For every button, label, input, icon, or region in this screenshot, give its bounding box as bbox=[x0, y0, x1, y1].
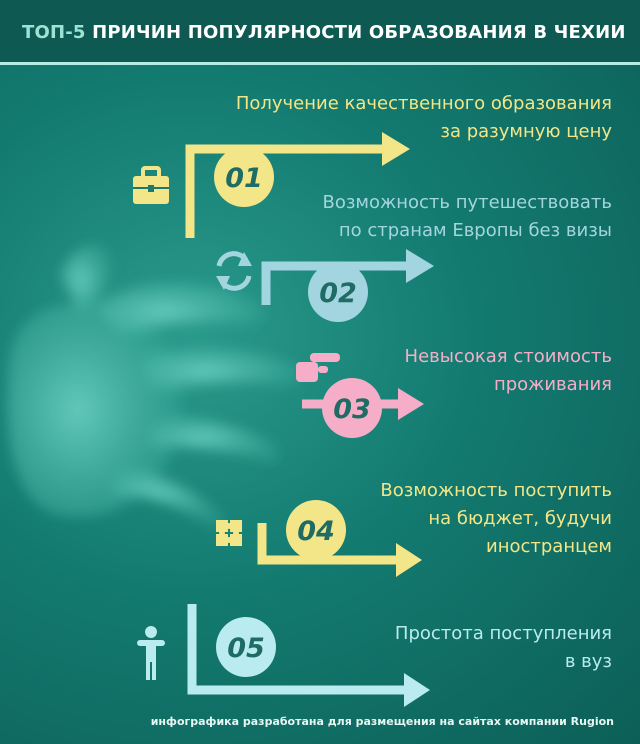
number-03: 03 bbox=[333, 394, 371, 425]
footer-credit: инфографика разработана для размещения н… bbox=[150, 715, 614, 728]
reason-02-line-1: Возможность путешествовать bbox=[322, 192, 613, 213]
arrow-02 bbox=[261, 261, 420, 305]
arrowhead-01 bbox=[382, 132, 410, 166]
reason-01-line-1: Получение качественного образования bbox=[235, 93, 612, 114]
reason-02-text: Возможность путешествовать по странам Ев… bbox=[323, 189, 613, 245]
header-bar: ТОП-5 ПРИЧИН ПОПУЛЯРНОСТИ ОБРАЗОВАНИЯ В … bbox=[0, 0, 640, 62]
page-title: ТОП-5 ПРИЧИН ПОПУЛЯРНОСТИ ОБРАЗОВАНИЯ В … bbox=[22, 22, 626, 43]
number-04: 04 bbox=[297, 516, 335, 547]
briefcase-icon bbox=[133, 166, 169, 204]
number-05: 05 bbox=[227, 633, 265, 664]
reason-04-line-2: на бюджет, будучи bbox=[428, 508, 612, 529]
hand-illustration bbox=[7, 244, 301, 527]
arrowhead-02 bbox=[406, 249, 434, 283]
reason-01-graphic: 01 bbox=[133, 132, 410, 238]
badge-05 bbox=[216, 617, 276, 677]
badge-02 bbox=[308, 262, 368, 322]
arrowhead-05 bbox=[404, 673, 430, 707]
refresh-icon bbox=[216, 251, 252, 291]
puzzle-icon bbox=[216, 520, 242, 546]
pointing-hand-icon bbox=[296, 353, 340, 382]
reason-05-line-2: в вуз bbox=[564, 651, 612, 672]
arrow-05 bbox=[187, 604, 412, 695]
reason-05-text: Простота поступления в вуз bbox=[395, 620, 612, 676]
arrow-01 bbox=[185, 144, 396, 238]
person-icon bbox=[137, 626, 165, 680]
reason-03-graphic: 03 bbox=[296, 353, 424, 438]
reason-03-line-2: проживания bbox=[493, 374, 612, 395]
reason-04-line-3: иностранцем bbox=[486, 536, 612, 557]
badge-01 bbox=[214, 147, 274, 207]
badge-04 bbox=[286, 500, 346, 560]
title-lead: ТОП-5 bbox=[22, 22, 86, 43]
arrowhead-04 bbox=[396, 543, 422, 577]
reason-03-text: Невысокая стоимость проживания bbox=[405, 343, 612, 399]
reason-02-line-2: по странам Европы без визы bbox=[338, 220, 612, 241]
number-02: 02 bbox=[319, 278, 357, 309]
title-text: ПРИЧИН ПОПУЛЯРНОСТИ ОБРАЗОВАНИЯ В ЧЕХИИ bbox=[85, 22, 626, 43]
arrowhead-03 bbox=[398, 388, 424, 420]
arrow-04 bbox=[257, 523, 405, 565]
reason-02-graphic: 02 bbox=[216, 249, 434, 322]
reason-04-graphic: 04 bbox=[216, 500, 422, 577]
reason-04-line-1: Возможность поступить bbox=[380, 480, 612, 501]
number-01: 01 bbox=[225, 163, 263, 194]
badge-03 bbox=[322, 378, 382, 438]
reason-04-text: Возможность поступить на бюджет, будучи … bbox=[380, 477, 612, 561]
reason-05-graphic: 05 bbox=[137, 604, 430, 707]
reason-05-line-1: Простота поступления bbox=[394, 623, 612, 644]
header-divider bbox=[0, 62, 640, 65]
reason-03-line-1: Невысокая стоимость bbox=[404, 346, 612, 367]
reason-01-text: Получение качественного образования за р… bbox=[236, 90, 612, 146]
reason-01-line-2: за разумную цену bbox=[440, 121, 612, 142]
